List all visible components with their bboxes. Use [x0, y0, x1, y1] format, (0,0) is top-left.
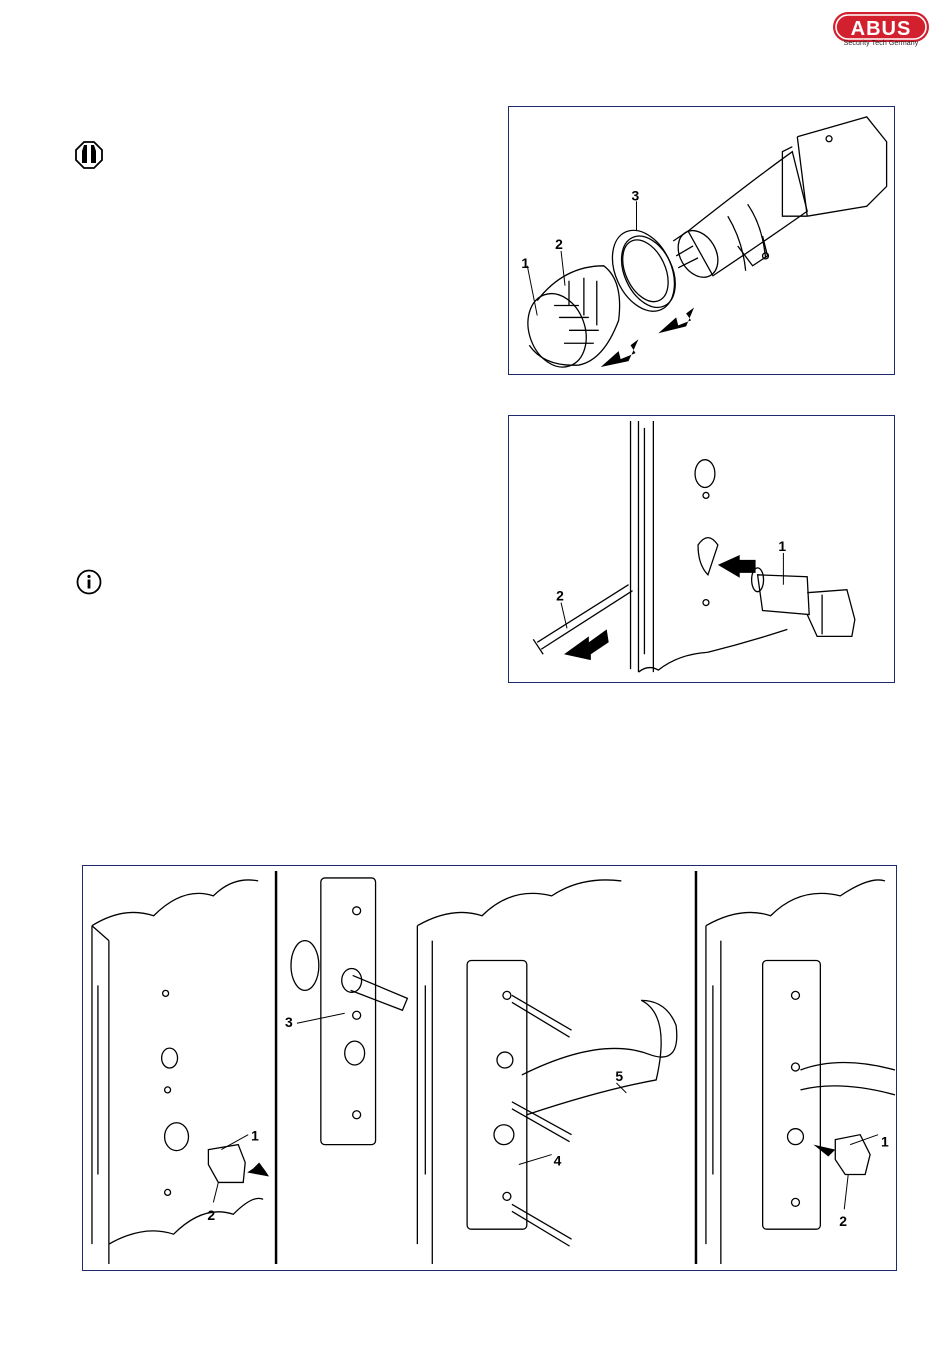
figure-handle-mounting: 1 2 3 4 5 1 2: [82, 865, 897, 1271]
fig3-label-3: 3: [285, 1014, 293, 1030]
logo-wordmark: ABUS: [851, 18, 912, 40]
figure-insert-cylinder: 1 2: [508, 415, 895, 683]
abus-logo: ABUS: [831, 9, 931, 57]
fig1-label-1: 1: [521, 255, 529, 271]
fig1-label-2: 2: [555, 236, 563, 252]
fig2-label-2: 2: [556, 588, 564, 604]
fig3-label-1b: 1: [881, 1134, 889, 1150]
fig1-label-3: 3: [632, 187, 640, 203]
fig3-label-4: 4: [554, 1153, 562, 1169]
fig3-label-2b: 2: [839, 1213, 847, 1229]
logo-tagline: Security Tech Germany: [831, 40, 931, 47]
figure-remove-knob: 3 2 1: [508, 106, 895, 375]
fig3-label-2a: 2: [207, 1207, 215, 1223]
fig3-label-5: 5: [615, 1068, 623, 1084]
fig2-label-1: 1: [778, 538, 786, 554]
warning-octagon-icon: [75, 141, 103, 169]
info-circle-icon: [76, 569, 102, 595]
fig3-label-1a: 1: [251, 1128, 259, 1144]
